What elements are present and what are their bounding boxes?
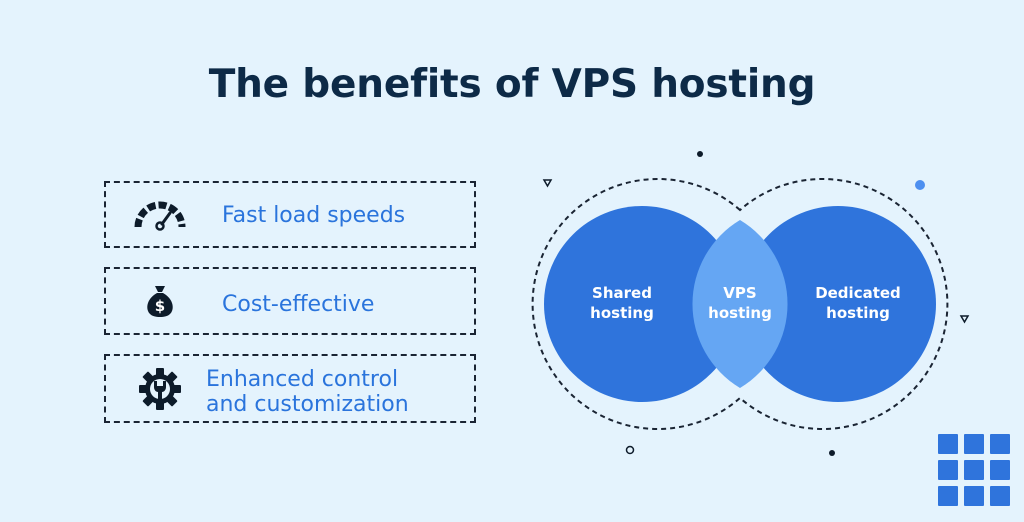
venn-left-label-line1: Shared xyxy=(592,284,652,302)
venn-left-label-line2: hosting xyxy=(590,304,654,322)
decor-dot xyxy=(829,450,835,456)
money-bag-icon: $ xyxy=(134,281,186,321)
benefit-label: Fast load speeds xyxy=(222,203,406,228)
gear-wrench-icon xyxy=(134,367,186,410)
brand-grid-logo xyxy=(938,434,1010,506)
decor-dot xyxy=(697,151,703,157)
venn-middle-label-line1: VPS xyxy=(723,284,756,302)
benefit-label: Enhanced control and customization xyxy=(206,367,464,417)
speedometer-icon xyxy=(134,195,186,235)
benefit-fast-load-speeds: Fast load speeds xyxy=(104,181,476,248)
decor-dot xyxy=(915,180,925,190)
benefit-label: Cost-effective xyxy=(222,292,375,317)
venn-overlap-vps xyxy=(692,220,788,388)
page-title: The benefits of VPS hosting xyxy=(208,62,816,107)
venn-circle-dedicated xyxy=(740,206,936,402)
decor-triangle xyxy=(542,179,553,188)
venn-outline xyxy=(531,178,949,430)
venn-diagram: Shared hosting VPS hosting Dedicated hos… xyxy=(531,151,970,456)
venn-right-label-line1: Dedicated xyxy=(815,284,901,302)
decor-dot xyxy=(625,445,635,455)
venn-middle-label-line2: hosting xyxy=(708,304,772,322)
decor-triangle xyxy=(959,315,970,324)
benefit-label-line1: Enhanced control xyxy=(206,367,399,392)
svg-text:$: $ xyxy=(155,297,165,315)
venn-circle-shared xyxy=(544,206,740,402)
venn-right-label-line2: hosting xyxy=(826,304,890,322)
benefit-cost-effective: $ Cost-effective xyxy=(104,267,476,335)
benefit-enhanced-control: Enhanced control and customization xyxy=(104,354,476,423)
benefit-label-line2: and customization xyxy=(206,392,409,417)
